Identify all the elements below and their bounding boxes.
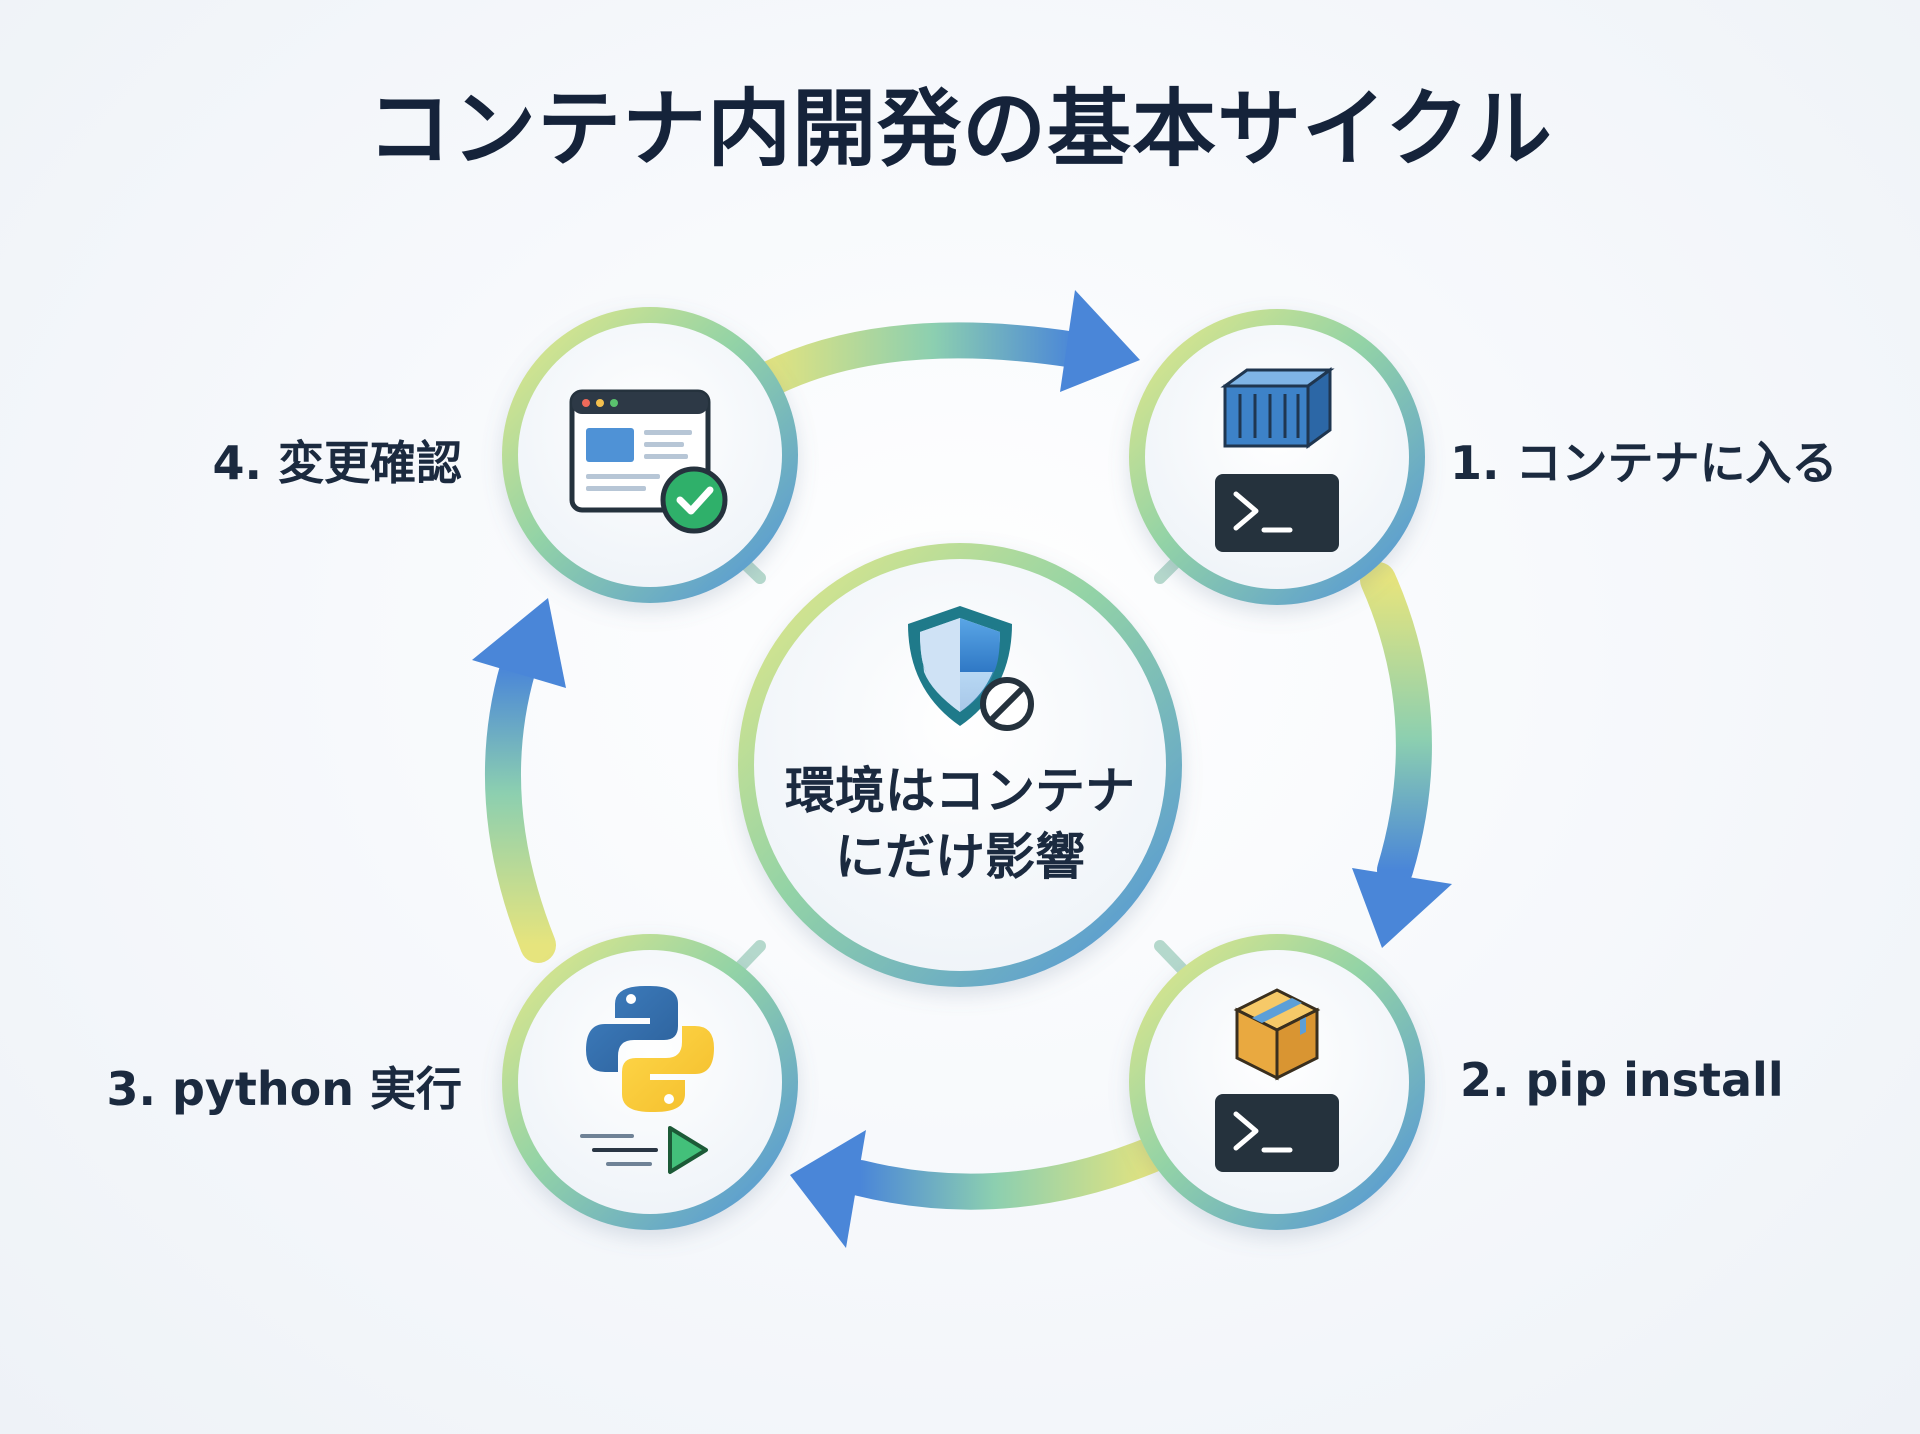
arrow-step3-to-step4 xyxy=(472,598,566,963)
center-message-line-2: にだけ影響 xyxy=(835,828,1085,886)
page-title: コンテナ内開発の基本サイクル xyxy=(367,80,1553,178)
center-node xyxy=(738,543,1182,987)
step-3-label: 3. python 実行 xyxy=(106,1062,462,1116)
terminal-icon xyxy=(1215,474,1339,552)
center-message-line-1: 環境はコンテナ xyxy=(785,762,1135,820)
check-circle-icon xyxy=(660,466,728,534)
shield-block-icon xyxy=(908,606,1034,731)
step2-node xyxy=(1129,934,1425,1230)
step-4-label: 4. 変更確認 xyxy=(212,436,463,490)
play-icon xyxy=(580,1126,708,1174)
container-icon xyxy=(1220,367,1335,449)
step-1-label: 1. コンテナに入る xyxy=(1450,436,1838,490)
terminal-icon-2 xyxy=(1215,1094,1339,1172)
step1-node xyxy=(1129,309,1425,605)
step-2-label: 2. pip install xyxy=(1460,1053,1784,1107)
arrow-step1-to-step2 xyxy=(1352,562,1452,948)
package-box-icon xyxy=(1233,988,1321,1081)
center-message: 環境はコンテナ にだけ影響 xyxy=(720,758,1200,890)
python-logo-icon xyxy=(586,986,714,1112)
arrow-step2-to-step3 xyxy=(790,1130,1176,1248)
arrow-step4-to-step1 xyxy=(742,290,1140,402)
